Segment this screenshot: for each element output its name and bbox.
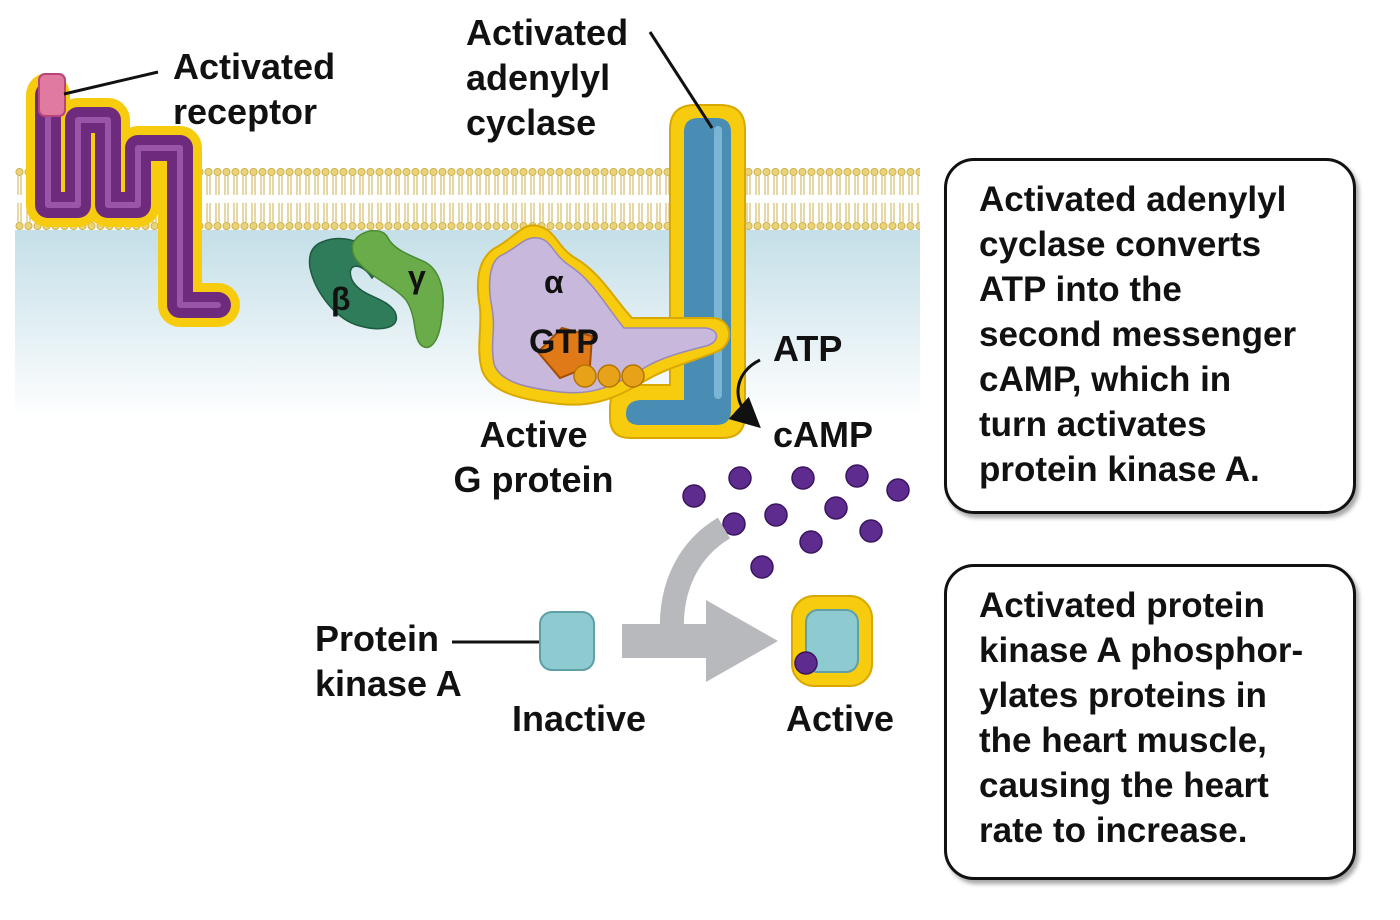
label-activated-adenylyl-cyclase: Activated adenylyl cyclase (466, 12, 629, 143)
camp-molecule (750, 555, 774, 579)
explanation-text-protein-kinase-a: Activated protein kinase A phosphor- yla… (979, 586, 1304, 850)
g-protein-alpha (476, 224, 731, 406)
camp-molecule (722, 512, 746, 536)
camp-molecule (859, 519, 883, 543)
explanation-box-protein-kinase-a: Activated protein kinase A phosphor- yla… (944, 564, 1356, 880)
phosphate-bead (621, 364, 645, 388)
label-atp: ATP (773, 328, 843, 369)
camp-molecule (886, 478, 910, 502)
explanation-box-adenylyl-cyclase: Activated adenylyl cyclase converts ATP … (944, 158, 1356, 514)
phosphate-bead (573, 364, 597, 388)
label-protein-kinase-a: Protein kinase A (315, 618, 462, 704)
camp-molecule (799, 530, 823, 554)
phosphate-bead (597, 364, 621, 388)
label-beta: β (331, 281, 351, 317)
label-gamma: γ (408, 259, 426, 295)
camp-molecule (728, 466, 752, 490)
label-alpha: α (544, 264, 564, 300)
g-protein-beta-gamma (308, 229, 444, 349)
receptor-leader-line (63, 70, 159, 96)
camp-molecule (791, 466, 815, 490)
label-activated-receptor: Activated receptor (173, 46, 336, 132)
camp-molecule (682, 484, 706, 508)
label-camp: cAMP (773, 414, 874, 455)
bound-camp (794, 651, 818, 675)
camp-molecule (824, 496, 848, 520)
camp-binding-arrow (659, 517, 731, 633)
label-active-g-protein: Active G protein (453, 414, 614, 500)
label-gtp: GTP (529, 323, 599, 361)
cytoplasm-band (15, 230, 920, 420)
cyclase-leader-line (648, 31, 714, 129)
atp-to-camp-arrow (728, 358, 761, 429)
activation-arrow (622, 600, 778, 682)
label-active: Active (786, 698, 895, 739)
gtp-shape (536, 326, 594, 380)
camp-molecule (845, 464, 869, 488)
pka-inactive (539, 611, 595, 671)
camp-molecule (764, 503, 788, 527)
label-inactive: Inactive (512, 698, 647, 739)
camp-molecules (682, 464, 910, 579)
pka-active (791, 595, 873, 687)
signal-molecule (38, 73, 66, 117)
explanation-text-adenylyl-cyclase: Activated adenylyl cyclase converts ATP … (979, 180, 1297, 489)
